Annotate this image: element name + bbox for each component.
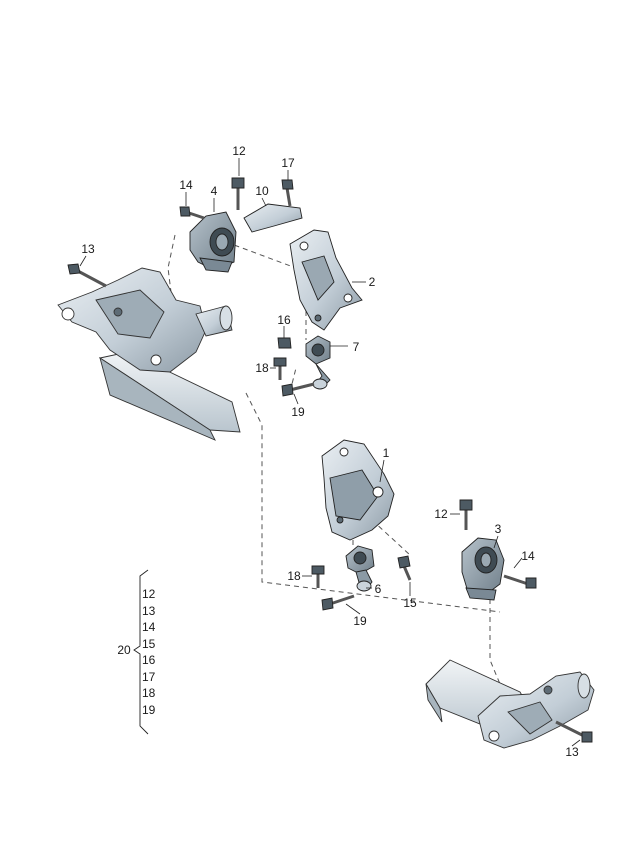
legend-item: 17 <box>142 670 156 684</box>
heat-shield-10 <box>243 203 303 233</box>
callout-14-mid: 14 <box>521 549 535 563</box>
legend-group-label: 20 <box>117 643 131 657</box>
bolt-12-mid <box>459 499 473 530</box>
callout-15: 15 <box>403 596 417 610</box>
callout-12-top: 12 <box>232 144 246 158</box>
bushing-6 <box>345 545 375 592</box>
bolt-18-upper <box>273 357 287 380</box>
callout-18-bot: 18 <box>287 569 301 583</box>
bolt-17 <box>281 179 294 207</box>
legend-item: 15 <box>142 637 156 651</box>
callout-13-top: 13 <box>81 242 95 256</box>
callout-12-mid: 12 <box>434 507 448 521</box>
leader-lines <box>79 158 581 747</box>
bolt-14-upper <box>179 206 205 220</box>
callout-7: 7 <box>352 340 360 354</box>
callout-19-top: 19 <box>291 405 305 419</box>
bracket-1 <box>321 439 395 541</box>
legend-item: 14 <box>142 620 156 634</box>
bolt-16 <box>277 337 292 349</box>
subframe-lower-right <box>425 659 595 749</box>
mount-3 <box>461 537 505 601</box>
callout-1: 1 <box>382 446 390 460</box>
bracket-2 <box>289 229 363 331</box>
bolt-19-lower <box>321 594 355 611</box>
legend-item: 13 <box>142 604 156 618</box>
legend-item: 16 <box>142 653 156 667</box>
legend-item: 18 <box>142 686 156 700</box>
callout-17: 17 <box>281 156 295 170</box>
callout-2: 2 <box>368 275 376 289</box>
callout-13-bot: 13 <box>565 745 579 759</box>
callout-10: 10 <box>255 184 269 198</box>
callout-19-bot: 19 <box>353 614 367 628</box>
callout-16: 16 <box>277 313 291 327</box>
legend-item: 12 <box>142 587 156 601</box>
subframe-upper-left <box>57 267 241 441</box>
legend-item: 19 <box>142 703 156 717</box>
bolt-18-lower <box>311 565 325 588</box>
callout-14-top: 14 <box>179 178 193 192</box>
legend-bracket <box>133 569 149 735</box>
bolt-13-upper <box>67 263 107 288</box>
callout-4: 4 <box>210 184 218 198</box>
bolt-12-upper <box>231 177 245 210</box>
bolt-19-upper <box>281 382 315 397</box>
bolt-14-mid <box>503 574 537 589</box>
callout-6: 6 <box>374 582 382 596</box>
callout-18-top: 18 <box>255 361 269 375</box>
callout-3: 3 <box>494 522 502 536</box>
bushing-7 <box>305 335 331 390</box>
mount-4 <box>189 211 237 273</box>
bolt-13-lower <box>555 720 593 743</box>
bolt-15 <box>397 555 412 581</box>
